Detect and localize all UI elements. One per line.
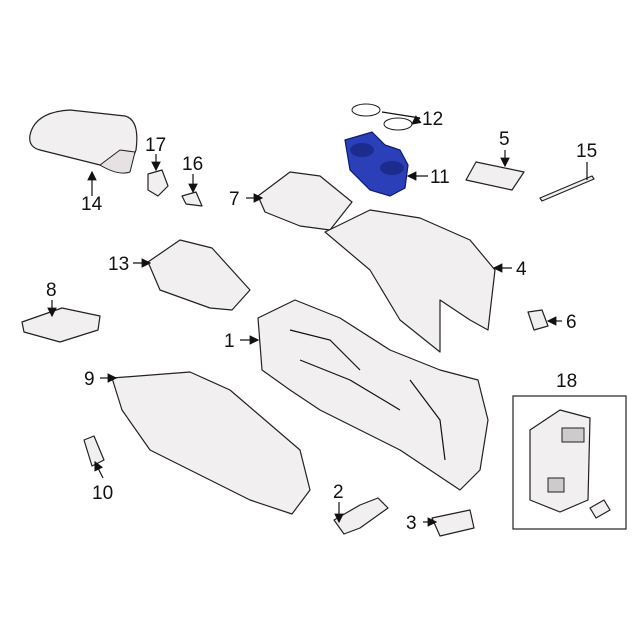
part-3-bracket[interactable] [431,509,475,537]
callout-3[interactable]: 3 [406,513,417,534]
callout-8[interactable]: 8 [46,280,57,301]
part-1-console-bracket[interactable] [257,299,489,491]
part-11-cup-holder[interactable] [344,131,409,197]
part-10-clip[interactable] [83,435,105,467]
part-8-mat[interactable] [21,307,101,343]
part-13-top-panel[interactable] [147,239,251,311]
part-12-o-rings[interactable] [351,103,413,131]
callout-4[interactable]: 4 [516,259,527,280]
part-15-trim-strip[interactable] [539,175,595,202]
callout-13[interactable]: 13 [108,254,129,275]
part-7-shifter-bezel[interactable] [257,171,353,231]
part-17-clip[interactable] [147,169,169,197]
callout-1[interactable]: 1 [224,331,235,352]
callout-10[interactable]: 10 [92,483,113,504]
callout-11[interactable]: 11 [430,167,450,188]
part-4-side-panel[interactable] [324,209,496,353]
part-16-bracket[interactable] [181,191,203,207]
callout-5[interactable]: 5 [499,129,510,150]
part-9-side-trim[interactable] [111,371,311,515]
callout-6[interactable]: 6 [566,312,577,333]
part-14-armrest-lid[interactable] [29,109,138,174]
callout-7[interactable]: 7 [229,189,240,210]
callout-12[interactable]: 12 [422,109,443,130]
callout-2[interactable]: 2 [333,482,344,503]
callout-14[interactable]: 14 [81,194,103,215]
part-2-bracket[interactable] [333,497,389,535]
part-18-rear-vent-box[interactable] [512,395,627,530]
callout-9[interactable]: 9 [84,369,95,390]
callout-18[interactable]: 18 [556,371,577,392]
callout-15[interactable]: 15 [576,141,597,162]
leader-lines [47,111,588,527]
part-5-mat[interactable] [465,161,525,191]
callout-16[interactable]: 16 [182,154,203,175]
part-6-clip[interactable] [527,309,549,331]
callout-17[interactable]: 17 [145,135,166,156]
